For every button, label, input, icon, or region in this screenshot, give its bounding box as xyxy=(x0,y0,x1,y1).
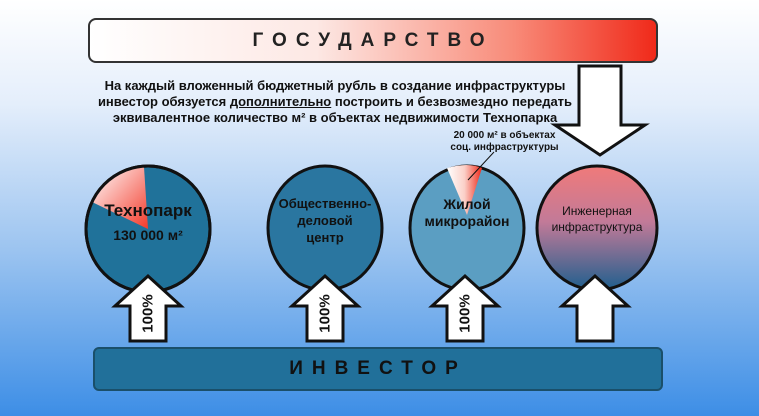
technopark-title: Технопарк xyxy=(104,201,192,220)
description-line-3: эквивалентное количество м² в объектах н… xyxy=(112,110,558,125)
note-line-2: соц. инфраструктуры xyxy=(450,142,559,153)
engineering-label: Инженерная инфраструктура xyxy=(532,203,662,235)
description-text: На каждый вложенный бюджетный рубль в со… xyxy=(90,78,580,126)
residential-label: Жилой микрорайон xyxy=(407,196,527,230)
label-line: Жилой xyxy=(443,196,491,212)
arrow-percent-label: 100% xyxy=(316,294,334,333)
technopark-pie-slice xyxy=(92,167,148,229)
note-leader-line xyxy=(467,151,495,181)
label-line: Инженерная xyxy=(562,204,632,218)
note-line-1: 20 000 м² в объектах xyxy=(453,130,556,141)
social-infra-slice xyxy=(447,165,482,215)
label-line: центр xyxy=(306,230,344,245)
description-text-part: построить и безвозмездно передать xyxy=(331,94,573,109)
description-text-part: инвестор обязуется xyxy=(97,94,230,109)
label-line: инфраструктура xyxy=(551,220,643,234)
up-arrow-icon xyxy=(558,273,632,343)
business-center-label: Общественно- деловой центр xyxy=(265,195,385,246)
up-arrow-icon xyxy=(288,273,362,343)
investor-bar: ИНВЕСТОР xyxy=(93,347,663,391)
label-line: Общественно- xyxy=(278,196,372,211)
description-line-1: На каждый вложенный бюджетный рубль в со… xyxy=(104,78,566,93)
description-line-2: инвестор обязуется дополнительно построи… xyxy=(90,94,580,110)
down-arrow-icon xyxy=(550,64,650,157)
state-bar: ГОСУДАРСТВО xyxy=(88,18,658,63)
up-arrow-icon xyxy=(111,273,185,343)
arrow-percent-label: 100% xyxy=(139,294,157,333)
label-line: деловой xyxy=(297,213,353,228)
technopark-label: Технопарк 130 000 м² xyxy=(88,200,208,246)
label-line: микрорайон xyxy=(424,213,510,229)
technopark-area: 130 000 м² xyxy=(113,227,183,243)
up-arrow-icon xyxy=(428,273,502,343)
arrow-percent-label: 100% xyxy=(456,294,474,333)
social-infra-note: 20 000 м² в объектах соц. инфраструктуры xyxy=(442,130,567,154)
description-emphasis: дополнительно xyxy=(229,94,332,109)
